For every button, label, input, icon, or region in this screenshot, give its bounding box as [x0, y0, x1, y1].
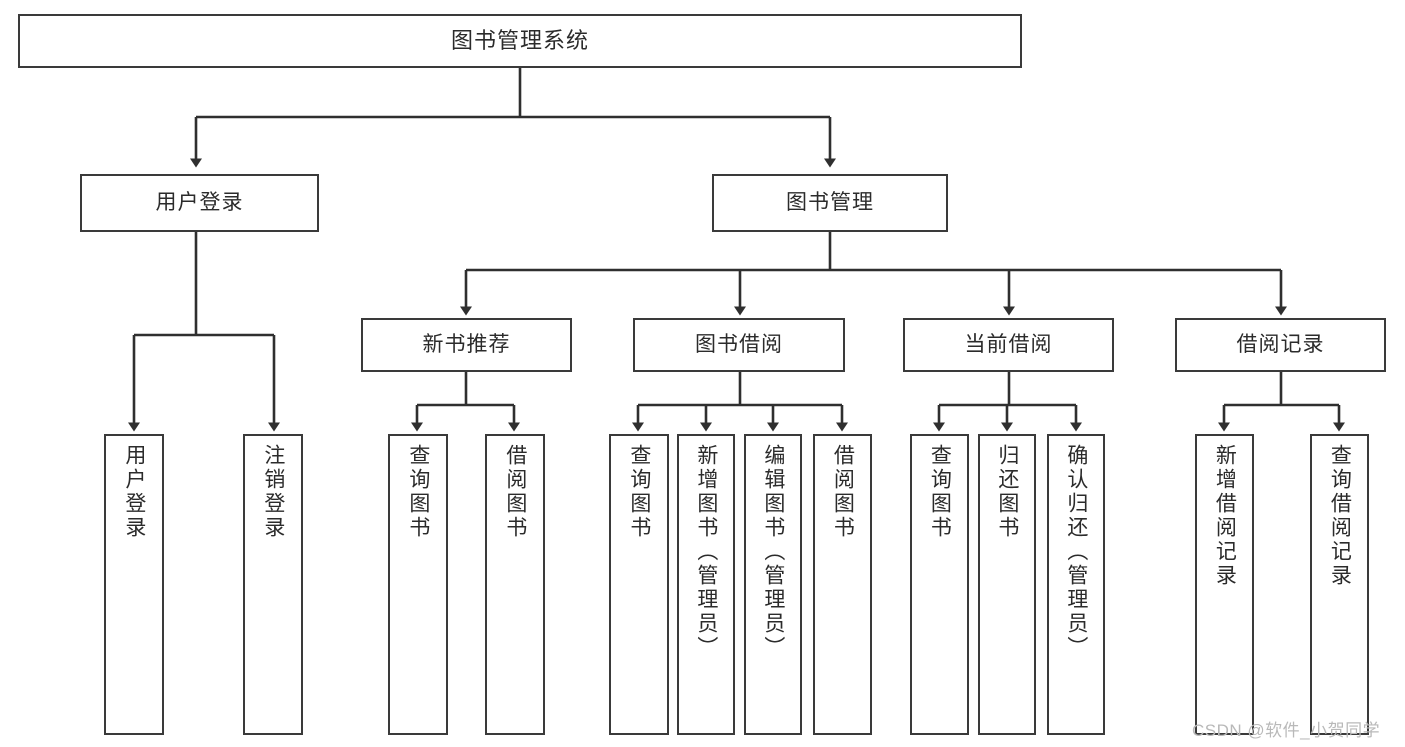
leaf-borrow-book[interactable]: 借阅图书 — [813, 434, 872, 735]
node-label: 图书管理系统 — [450, 28, 589, 54]
node-book-management[interactable]: 图书管理 — [712, 174, 948, 232]
leaf-edit-book-admin[interactable]: 编辑图书（管理员） — [744, 434, 802, 735]
node-label: 借阅记录 — [1236, 332, 1325, 356]
node-label: 查询图书 — [406, 444, 430, 540]
watermark-text: CSDN @软件_小贺同学 — [1192, 721, 1381, 740]
node-root-book-management-system[interactable]: 图书管理系统 — [18, 14, 1022, 68]
leaf-logout[interactable]: 注销登录 — [243, 434, 303, 735]
node-label: 借阅图书 — [831, 444, 855, 540]
leaf-query-borrow-record[interactable]: 查询借阅记录 — [1310, 434, 1369, 735]
leaf-query-book-borrow[interactable]: 查询图书 — [609, 434, 669, 735]
node-borrow-record[interactable]: 借阅记录 — [1175, 318, 1386, 372]
node-label: 用户登录 — [155, 190, 244, 214]
leaf-add-book-admin[interactable]: 新增图书（管理员） — [677, 434, 735, 735]
leaf-return-book[interactable]: 归还图书 — [978, 434, 1036, 735]
leaf-query-book-recommend[interactable]: 查询图书 — [388, 434, 448, 735]
node-label: 查询借阅记录 — [1328, 444, 1352, 588]
node-label: 借阅图书 — [503, 444, 527, 540]
node-book-borrow[interactable]: 图书借阅 — [633, 318, 845, 372]
node-label: 图书借阅 — [695, 332, 783, 356]
node-new-book-recommend[interactable]: 新书推荐 — [361, 318, 572, 372]
node-label: 新增借阅记录 — [1213, 444, 1237, 588]
leaf-confirm-return-admin[interactable]: 确认归还（管理员） — [1047, 434, 1105, 735]
leaf-add-borrow-record[interactable]: 新增借阅记录 — [1195, 434, 1254, 735]
node-label: 编辑图书（管理员） — [761, 444, 785, 660]
leaf-borrow-book-recommend[interactable]: 借阅图书 — [485, 434, 545, 735]
node-label: 注销登录 — [261, 444, 285, 540]
node-label: 当前借阅 — [964, 332, 1053, 356]
node-label: 确认归还（管理员） — [1064, 444, 1088, 660]
node-label: 归还图书 — [995, 444, 1019, 540]
node-label: 新书推荐 — [422, 332, 511, 356]
node-current-borrow[interactable]: 当前借阅 — [903, 318, 1114, 372]
node-user-login[interactable]: 用户登录 — [80, 174, 319, 232]
node-label: 新增图书（管理员） — [694, 444, 718, 660]
node-label: 查询图书 — [928, 444, 952, 540]
node-label: 查询图书 — [627, 444, 651, 540]
node-label: 图书管理 — [786, 190, 874, 214]
leaf-user-login[interactable]: 用户登录 — [104, 434, 164, 735]
leaf-query-book-current[interactable]: 查询图书 — [910, 434, 969, 735]
node-label: 用户登录 — [122, 444, 146, 540]
